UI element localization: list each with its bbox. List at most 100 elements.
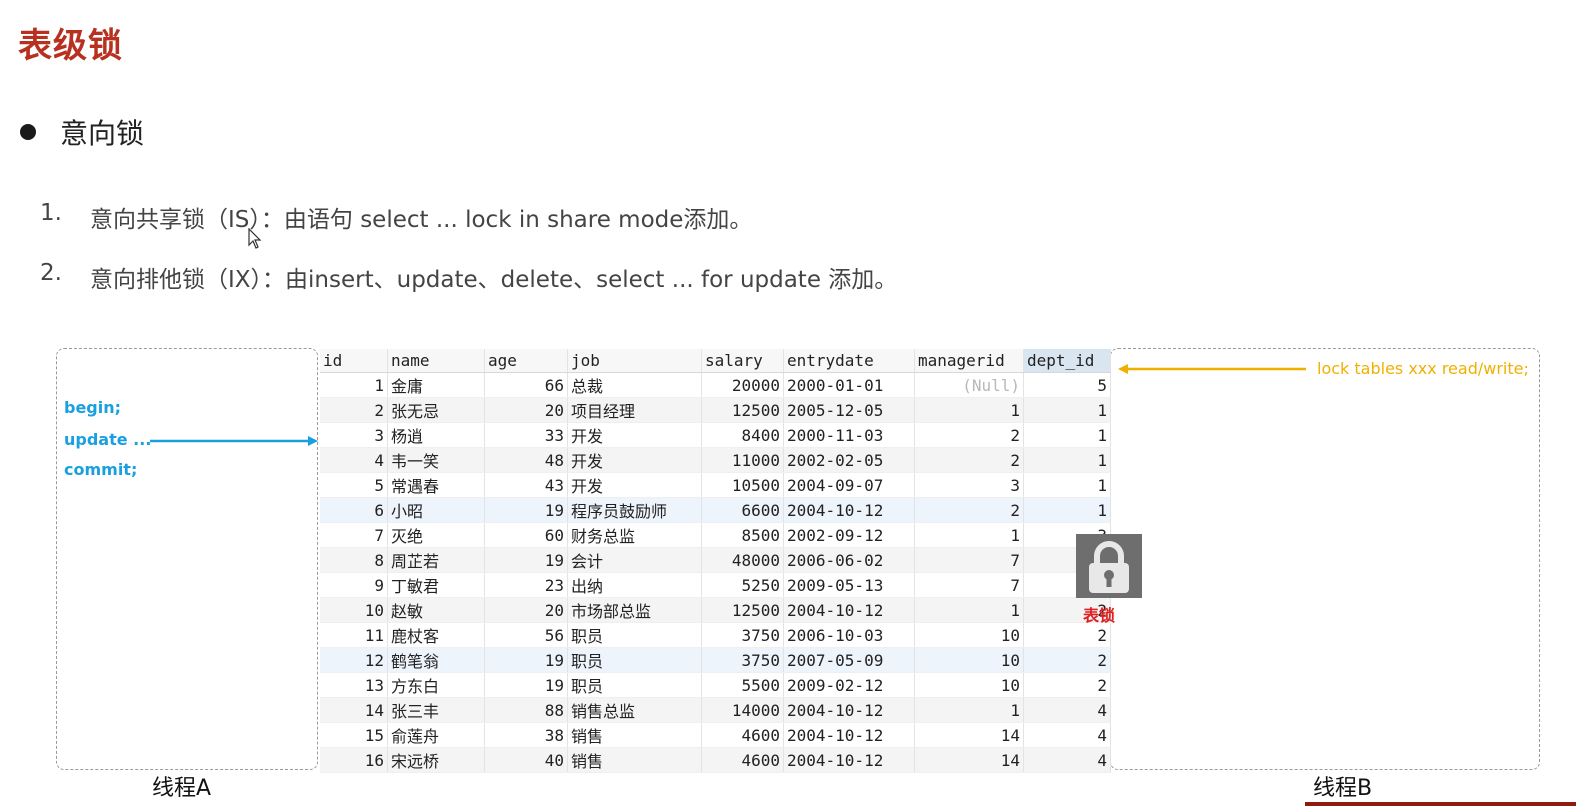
cell-managerid[interactable]: 2 [914, 447, 1024, 474]
cell-salary[interactable]: 10500 [701, 472, 784, 499]
cell-dept-id[interactable]: 2 [1023, 647, 1111, 674]
cell-job[interactable]: 开发 [567, 472, 702, 499]
cell-managerid[interactable]: (Null) [914, 372, 1024, 399]
cell-salary[interactable]: 12500 [701, 397, 784, 424]
cell-managerid[interactable]: 1 [914, 597, 1024, 624]
cell-entrydate[interactable]: 2004-10-12 [783, 747, 915, 774]
cell-salary[interactable]: 3750 [701, 647, 784, 674]
cell-dept-id[interactable]: 1 [1023, 422, 1111, 449]
cell-id[interactable]: 8 [320, 547, 388, 574]
cell-dept-id[interactable]: 1 [1023, 447, 1111, 474]
cell-entrydate[interactable]: 2004-10-12 [783, 597, 915, 624]
cell-job[interactable]: 出纳 [567, 572, 702, 599]
cell-id[interactable]: 16 [320, 747, 388, 774]
cell-id[interactable]: 12 [320, 647, 388, 674]
cell-age[interactable]: 56 [484, 622, 568, 649]
cell-managerid[interactable]: 1 [914, 697, 1024, 724]
cell-job[interactable]: 职员 [567, 672, 702, 699]
column-header-dept-id[interactable]: dept_id [1023, 349, 1111, 374]
cell-salary[interactable]: 5500 [701, 672, 784, 699]
cell-id[interactable]: 7 [320, 522, 388, 549]
cell-age[interactable]: 66 [484, 372, 568, 399]
cell-dept-id[interactable]: 1 [1023, 472, 1111, 499]
cell-dept-id[interactable]: 1 [1023, 497, 1111, 524]
column-header-age[interactable]: age [484, 349, 568, 374]
cell-job[interactable]: 职员 [567, 647, 702, 674]
cell-id[interactable]: 6 [320, 497, 388, 524]
cell-salary[interactable]: 11000 [701, 447, 784, 474]
cell-salary[interactable]: 3750 [701, 622, 784, 649]
cell-dept-id[interactable]: 2 [1023, 597, 1111, 624]
cell-job[interactable]: 总裁 [567, 372, 702, 399]
cell-id[interactable]: 10 [320, 597, 388, 624]
cell-id[interactable]: 1 [320, 372, 388, 399]
cell-age[interactable]: 38 [484, 722, 568, 749]
cell-salary[interactable]: 6600 [701, 497, 784, 524]
cell-name[interactable]: 杨逍 [387, 422, 485, 449]
cell-id[interactable]: 2 [320, 397, 388, 424]
cell-id[interactable]: 4 [320, 447, 388, 474]
cell-entrydate[interactable]: 2004-09-07 [783, 472, 915, 499]
cell-age[interactable]: 43 [484, 472, 568, 499]
cell-name[interactable]: 丁敏君 [387, 572, 485, 599]
cell-name[interactable]: 宋远桥 [387, 747, 485, 774]
cell-entrydate[interactable]: 2000-01-01 [783, 372, 915, 399]
cell-name[interactable]: 鹿杖客 [387, 622, 485, 649]
cell-managerid[interactable]: 7 [914, 572, 1024, 599]
cell-job[interactable]: 职员 [567, 622, 702, 649]
cell-entrydate[interactable]: 2007-05-09 [783, 647, 915, 674]
cell-dept-id[interactable]: 5 [1023, 372, 1111, 399]
cell-job[interactable]: 市场部总监 [567, 597, 702, 624]
cell-name[interactable]: 俞莲舟 [387, 722, 485, 749]
cell-name[interactable]: 鹤笔翁 [387, 647, 485, 674]
cell-job[interactable]: 财务总监 [567, 522, 702, 549]
cell-age[interactable]: 19 [484, 647, 568, 674]
column-header-managerid[interactable]: managerid [914, 349, 1024, 374]
cell-job[interactable]: 开发 [567, 447, 702, 474]
cell-job[interactable]: 开发 [567, 422, 702, 449]
cell-job[interactable]: 销售 [567, 747, 702, 774]
cell-entrydate[interactable]: 2005-12-05 [783, 397, 915, 424]
cell-dept-id[interactable]: 2 [1023, 622, 1111, 649]
cell-entrydate[interactable]: 2004-10-12 [783, 722, 915, 749]
cell-name[interactable]: 常遇春 [387, 472, 485, 499]
cell-entrydate[interactable]: 2004-10-12 [783, 497, 915, 524]
cell-age[interactable]: 88 [484, 697, 568, 724]
cell-entrydate[interactable]: 2002-09-12 [783, 522, 915, 549]
cell-name[interactable]: 方东白 [387, 672, 485, 699]
cell-salary[interactable]: 4600 [701, 722, 784, 749]
cell-id[interactable]: 13 [320, 672, 388, 699]
cell-age[interactable]: 19 [484, 497, 568, 524]
cell-salary[interactable]: 8400 [701, 422, 784, 449]
cell-id[interactable]: 15 [320, 722, 388, 749]
column-header-job[interactable]: job [567, 349, 702, 374]
cell-id[interactable]: 3 [320, 422, 388, 449]
cell-id[interactable]: 9 [320, 572, 388, 599]
cell-name[interactable]: 张三丰 [387, 697, 485, 724]
cell-salary[interactable]: 14000 [701, 697, 784, 724]
cell-entrydate[interactable]: 2009-02-12 [783, 672, 915, 699]
cell-dept-id[interactable]: 2 [1023, 672, 1111, 699]
cell-managerid[interactable]: 10 [914, 622, 1024, 649]
cell-entrydate[interactable]: 2004-10-12 [783, 697, 915, 724]
cell-id[interactable]: 5 [320, 472, 388, 499]
cell-dept-id[interactable]: 1 [1023, 397, 1111, 424]
cell-name[interactable]: 张无忌 [387, 397, 485, 424]
cell-salary[interactable]: 5250 [701, 572, 784, 599]
column-header-id[interactable]: id [320, 349, 388, 374]
cell-name[interactable]: 韦一笑 [387, 447, 485, 474]
column-header-name[interactable]: name [387, 349, 485, 374]
cell-dept-id[interactable]: 4 [1023, 747, 1111, 774]
cell-age[interactable]: 23 [484, 572, 568, 599]
cell-entrydate[interactable]: 2000-11-03 [783, 422, 915, 449]
cell-salary[interactable]: 48000 [701, 547, 784, 574]
